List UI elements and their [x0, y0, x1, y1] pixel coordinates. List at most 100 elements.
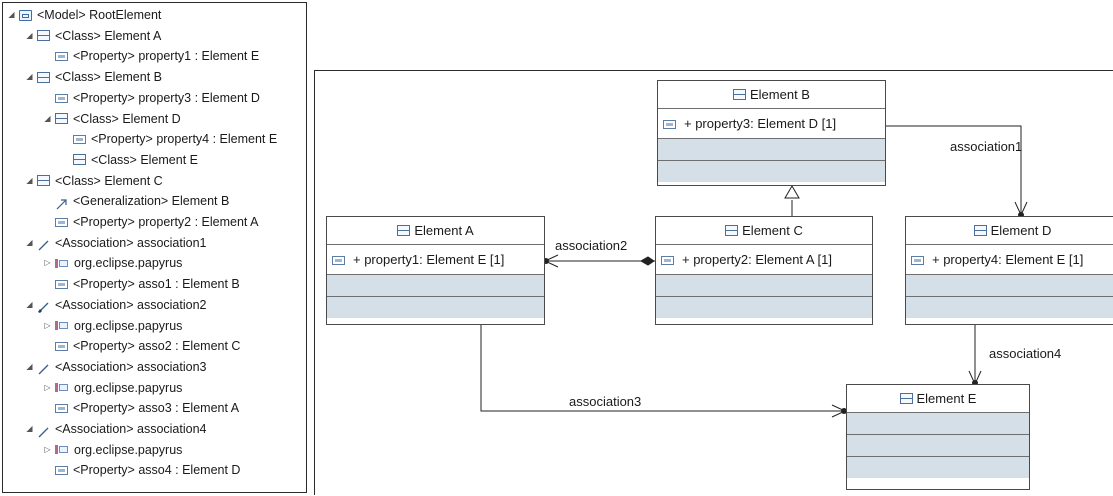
tree-item-label: <Property> asso1 : Element B	[73, 277, 240, 292]
tree-item-label: <Property> asso3 : Element A	[73, 401, 240, 416]
tree-item[interactable]: <Property> property3 : Element D	[43, 88, 260, 108]
tree-item-label: <Property> asso2 : Element C	[73, 339, 241, 354]
tree-item-label: <Class> Element C	[55, 173, 163, 188]
annotation-package-icon	[55, 382, 69, 393]
tree-item[interactable]: <Property> property1 : Element E	[43, 46, 259, 66]
expand-toggle-expanded-icon[interactable]: ◢	[26, 361, 33, 371]
attribute-row[interactable]: + property3: Element D [1]	[658, 109, 885, 139]
tree-item[interactable]: <Property> property4 : Element E	[61, 129, 277, 149]
association3-label[interactable]: association3	[569, 394, 642, 409]
tree-item[interactable]: <Generalization> Element B	[43, 191, 229, 211]
expand-toggle-collapsed-icon[interactable]: ▷	[44, 258, 51, 268]
tree-item[interactable]: ◢<Class> Element D	[43, 109, 180, 129]
association1-label[interactable]: association1	[950, 139, 1023, 154]
expand-toggle-expanded-icon[interactable]: ◢	[44, 113, 51, 123]
tree-item-label: <Association> association4	[55, 422, 207, 436]
expand-toggle-expanded-icon[interactable]: ◢	[26, 299, 33, 309]
tree-item[interactable]: ▷org.eclipse.papyrus	[43, 440, 182, 460]
operations-compartment	[658, 139, 885, 161]
tree-item-label: <Association> association2	[55, 297, 207, 312]
tree-item-label: <Property> property2 : Element A	[73, 215, 259, 229]
class-element-c[interactable]: Element C + property2: Element A [1]	[655, 216, 873, 325]
expand-toggle-expanded-icon[interactable]: ◢	[26, 237, 33, 247]
tree-item[interactable]: ▷org.eclipse.papyrus	[43, 378, 182, 398]
tree-item[interactable]: ◢ <Association> association1	[25, 233, 206, 253]
expand-toggle-expanded-icon[interactable]: ◢	[8, 10, 15, 19]
attribute-label: + property1: Element E [1]	[353, 252, 505, 267]
expand-toggle-collapsed-icon[interactable]: ▷	[44, 444, 51, 454]
tree-item-label: <Property> asso4 : Element D	[73, 463, 241, 478]
expand-toggle-collapsed-icon[interactable]: ▷	[44, 320, 51, 330]
connectors-layer	[480, 125, 1028, 418]
attribute-label: + property2: Element A [1]	[682, 252, 832, 267]
association2-label[interactable]: association2	[555, 238, 628, 253]
class-icon	[37, 71, 50, 83]
tree-item-label: <Property> property3 : Element D	[73, 90, 260, 105]
generalization-icon	[55, 196, 68, 210]
class-element-d[interactable]: Element D + property4: Element E [1]	[905, 216, 1113, 325]
class-icon	[899, 393, 913, 404]
tree-item[interactable]: <Property> asso4 : Element D	[43, 460, 240, 480]
association4-label[interactable]: association4	[989, 346, 1062, 361]
attribute-row[interactable]: + property4: Element E [1]	[906, 245, 1113, 275]
tree-item[interactable]: <Property> property2 : Element A	[43, 212, 259, 232]
class-header: Element C	[656, 217, 872, 245]
tree-item[interactable]: ◢ <Association> association2	[25, 295, 206, 315]
expand-toggle-expanded-icon[interactable]: ◢	[26, 175, 33, 185]
tree-item[interactable]: <Property> asso2 : Element C	[43, 336, 240, 356]
tree-item[interactable]: ▷org.eclipse.papyrus	[43, 253, 182, 273]
association1-line[interactable]	[883, 125, 1022, 215]
association3-end-dot	[841, 408, 847, 414]
class-icon	[37, 30, 50, 42]
class-icon	[55, 113, 68, 124]
tree-item[interactable]: <Property> asso1 : Element B	[43, 274, 240, 294]
expand-toggle-expanded-icon[interactable]: ◢	[26, 30, 33, 40]
property-icon	[55, 52, 68, 62]
class-name: Element D	[990, 223, 1052, 238]
model-icon	[19, 9, 32, 21]
annotation-package-icon	[55, 258, 69, 269]
association3-line[interactable]	[480, 325, 845, 412]
tree-item[interactable]: ◢ <Model> RootElement	[7, 5, 161, 25]
expand-toggle-expanded-icon[interactable]: ◢	[26, 424, 33, 433]
tree-item-label: <Class> Element B	[55, 70, 162, 85]
generalization-arrowhead	[784, 185, 800, 199]
association-icon	[37, 424, 50, 437]
class-diagram-canvas[interactable]: Element B + property3: Element D [1] Ele…	[314, 70, 1113, 495]
property-icon	[73, 135, 86, 145]
class-icon	[725, 225, 739, 236]
tree-item-label: <Association> association1	[55, 235, 207, 250]
tree-item[interactable]: <Class> Element E	[61, 150, 198, 170]
tree-item-label: <Property> property4 : Element E	[91, 132, 278, 147]
class-element-e[interactable]: Element E	[846, 384, 1030, 490]
tree-item-label: <Class> Element E	[91, 152, 198, 167]
tree-item[interactable]: ◢ <Class> Element B	[25, 67, 162, 87]
class-header: Element E	[847, 385, 1029, 413]
attribute-row[interactable]: + property1: Element E [1]	[327, 245, 544, 275]
nested-compartment	[906, 297, 1113, 318]
class-element-b[interactable]: Element B + property3: Element D [1]	[657, 80, 886, 186]
tree-item[interactable]: <Property> asso3 : Element A	[43, 398, 239, 418]
tree-item[interactable]: ▷org.eclipse.papyrus	[43, 316, 182, 336]
class-header: Element B	[658, 81, 885, 109]
class-name: Element E	[916, 391, 977, 406]
association-icon	[37, 361, 50, 375]
tree-item[interactable]: ◢ <Association> association4	[25, 419, 206, 439]
property-icon	[663, 119, 676, 129]
expand-toggle-collapsed-icon[interactable]: ▷	[44, 382, 51, 392]
class-header: Element A	[327, 217, 544, 245]
tree-item[interactable]: ◢<Class> Element A	[25, 26, 161, 46]
model-explorer-tree: ◢<Model> RootElement◢<Class> Element A<P…	[2, 2, 307, 493]
association-icon	[37, 237, 50, 251]
tree-item[interactable]: ◢<Association> association3	[25, 357, 206, 377]
class-element-a[interactable]: Element A + property1: Element E [1]	[326, 216, 545, 325]
expand-toggle-expanded-icon[interactable]: ◢	[26, 72, 33, 82]
tree-item[interactable]: ◢ <Class> Element C	[25, 171, 163, 191]
property-icon	[55, 218, 68, 227]
class-name: Element A	[414, 223, 474, 238]
attributes-compartment	[847, 413, 1029, 435]
operations-compartment	[847, 435, 1029, 457]
nested-compartment	[327, 297, 544, 318]
attribute-row[interactable]: + property2: Element A [1]	[656, 245, 872, 275]
tree-item-label: <Model> RootElement	[37, 8, 162, 22]
